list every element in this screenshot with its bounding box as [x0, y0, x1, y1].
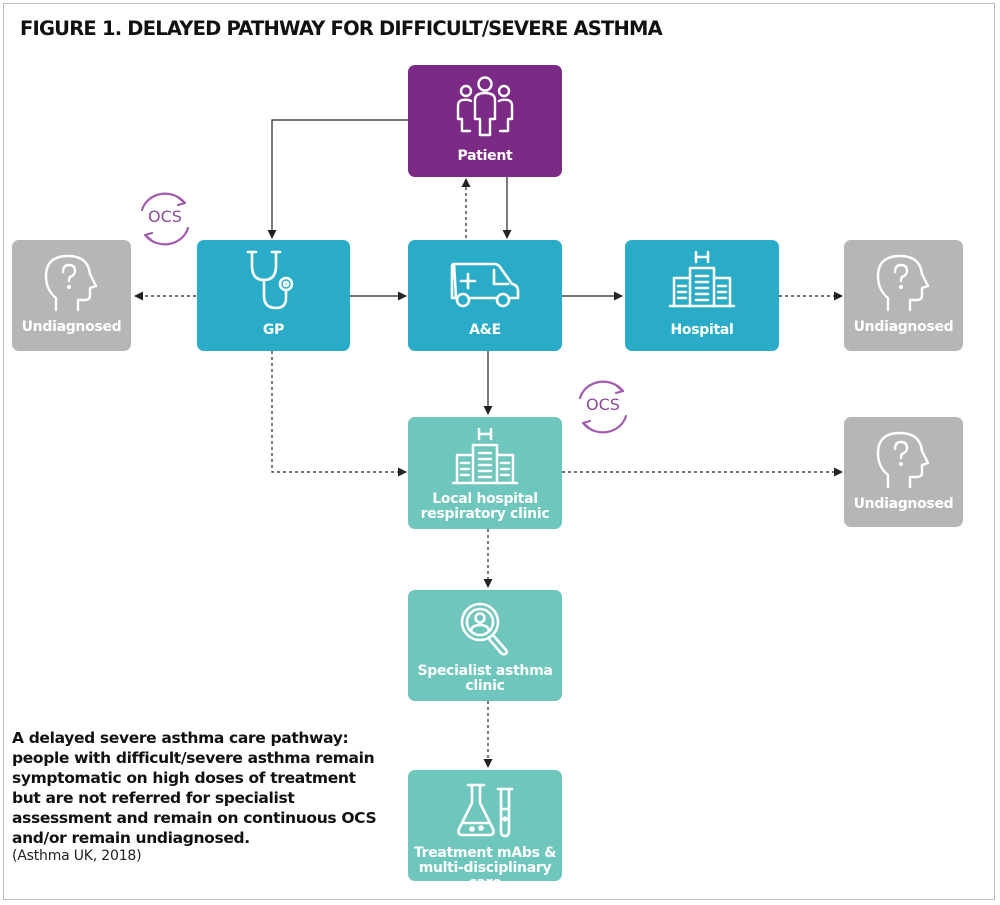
specialist-label-line1: Specialist asthma	[417, 663, 553, 679]
node-patient: Patient	[408, 65, 562, 177]
specialist-label-line2: clinic	[465, 678, 505, 694]
head-question-icon	[44, 254, 98, 312]
treatment-label-line2: multi-disciplinary care	[418, 860, 552, 891]
node-gp: GP	[197, 240, 350, 351]
figure-source: (Asthma UK, 2018)	[12, 848, 142, 864]
ocs-cycle-clinic: OCS	[572, 378, 634, 436]
ocs-label-clinic: OCS	[586, 395, 620, 414]
node-undiagnosed-lower: Undiagnosed	[844, 417, 963, 527]
local-clinic-label-line1: Local hospital	[432, 491, 538, 507]
head-question-icon	[876, 254, 930, 312]
hospital-label: Hospital	[670, 322, 734, 338]
lab-flask-icon	[457, 783, 514, 838]
gp-label: GP	[262, 322, 285, 338]
stethoscope-icon	[246, 250, 294, 310]
head-question-icon	[876, 431, 930, 489]
edge-gp-clinic	[271, 351, 407, 477]
ae-label: A&E	[469, 322, 501, 338]
ambulance-icon	[450, 262, 520, 308]
figure-frame	[3, 3, 995, 900]
node-treatment: Treatment mAbs & multi-disciplinary care	[408, 770, 562, 891]
local-clinic-label-line2: respiratory clinic	[420, 506, 550, 522]
undiagnosed-right-label: Undiagnosed	[853, 319, 954, 335]
edge-patient-gp	[267, 119, 408, 239]
undiagnosed-left-label: Undiagnosed	[21, 319, 122, 335]
people-group-icon	[456, 76, 514, 137]
hospital-building-icon	[668, 250, 736, 308]
node-hospital: Hospital	[625, 240, 779, 351]
node-undiagnosed-right: Undiagnosed	[844, 240, 963, 351]
undiagnosed-lower-label: Undiagnosed	[853, 496, 954, 512]
node-ae: A&E	[408, 240, 562, 351]
ocs-cycle-gp: OCS	[134, 190, 196, 248]
cycle-arrows-icon	[140, 192, 190, 246]
node-local-clinic: Local hospital respiratory clinic	[408, 417, 562, 529]
node-specialist-clinic: Specialist asthma clinic	[408, 590, 562, 701]
ocs-label-gp: OCS	[148, 207, 182, 226]
figure-caption: A delayed severe asthma care pathway: pe…	[12, 729, 377, 847]
patient-label: Patient	[457, 148, 513, 164]
node-undiagnosed-left: Undiagnosed	[12, 240, 131, 351]
figure-title: FIGURE 1. DELAYED PATHWAY FOR DIFFICULT/…	[20, 17, 663, 40]
cycle-arrows-icon	[578, 380, 628, 434]
magnifier-person-icon	[460, 602, 509, 656]
treatment-label-line1: Treatment mAbs &	[413, 845, 557, 861]
hospital-building-icon	[451, 427, 519, 485]
